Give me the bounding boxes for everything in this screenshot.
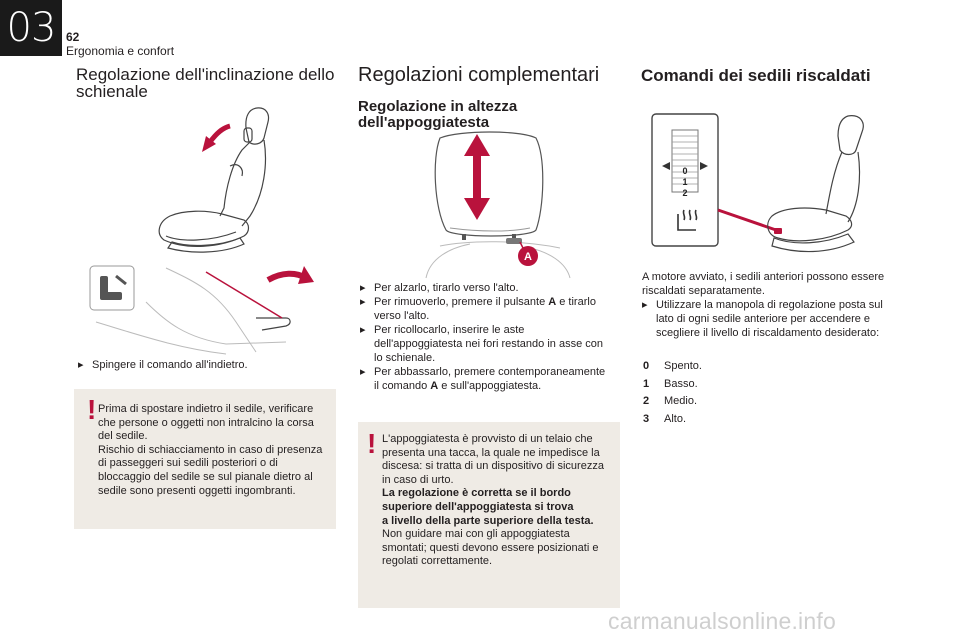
col1-instruction: ▸ Spingere il comando all'indietro. <box>78 358 338 372</box>
instruction-item: ▸ Per abbassarlo, premere contemporaneam… <box>360 365 622 393</box>
col2-warning-text: L'appoggiatesta è provvisto di un telaio… <box>382 433 618 569</box>
col2-instructions: ▸ Per alzarlo, tirarlo verso l'alto. ▸ P… <box>360 281 622 393</box>
dial-number: 1 <box>682 177 687 187</box>
arrow-bullet-icon: ▸ <box>360 282 366 294</box>
page-number: 62 <box>66 30 80 44</box>
heat-level-desc: Medio. <box>664 395 698 407</box>
warning-line: in caso di urto. <box>382 473 454 486</box>
warning-line: di passeggeri sui sedili posteriori o di <box>98 457 278 470</box>
warning-line: che persone o oggetti non intralcino la … <box>98 416 314 429</box>
seat-recline-lever-illustration <box>89 265 314 355</box>
warning-line-bold: superiore dell'appoggiatesta si trova <box>382 500 574 513</box>
dial-number: 2 <box>682 188 687 198</box>
instruction-text: Per ricollocarlo, inserire le aste <box>374 324 525 336</box>
warning-line: bloccaggio del sedile se sul pianale die… <box>98 470 313 483</box>
instruction-text: Per alzarlo, tirarlo verso l'alto. <box>374 282 519 294</box>
instruction-item: ▸ Per ricollocarlo, inserire le aste del… <box>360 323 622 365</box>
headrest-illustration: A <box>425 131 571 279</box>
instruction-text: Spingere il comando all'indietro. <box>92 359 248 371</box>
instruction-text: lo schienale. <box>374 352 436 364</box>
warning-line: Prima di spostare indietro il sedile, ve… <box>98 403 314 415</box>
dial-number: 0 <box>682 166 687 176</box>
warning-line: discesa: si tratta di un dispositivo di … <box>382 460 604 473</box>
warning-line: L'appoggiatesta è provvisto di un telaio… <box>382 433 593 445</box>
warning-line-bold: La regolazione è corretta se il bordo <box>382 487 571 500</box>
col2-subtitle: Regolazione in altezza dell'appoggiatest… <box>358 98 518 131</box>
intro-line: A motore avviato, i sedili anteriori pos… <box>642 271 885 283</box>
arrow-bullet-icon: ▸ <box>78 359 84 371</box>
intro-line: riscaldati separatamente. <box>642 285 765 297</box>
instruction-text: Per abbassarlo, premere contemporaneamen… <box>374 366 606 378</box>
warning-line: regolati correttamente. <box>382 555 493 568</box>
warning-line: Rischio di schiacciamento in caso di pre… <box>98 443 323 456</box>
heat-level-desc: Basso. <box>664 377 698 390</box>
col2-title: Regolazioni complementari <box>358 64 600 86</box>
arrow-bullet-icon: ▸ <box>642 299 648 311</box>
heat-level-number: 0 <box>643 360 650 372</box>
watermark[interactable]: carmanualsonline.info <box>608 608 836 634</box>
warning-line: del sedile. <box>98 430 148 443</box>
col1-title: Regolazione dell'inclinazione dello schi… <box>76 65 335 101</box>
heat-level-desc: Alto. <box>664 412 687 425</box>
seat-recline-illustration <box>158 107 270 253</box>
section-name: Ergonomia e confort <box>66 44 175 58</box>
heat-level-number: 2 <box>643 395 650 407</box>
heat-level-number: 1 <box>643 377 650 390</box>
instruction-text: Utilizzare la manopola di regolazione po… <box>656 299 883 311</box>
col3-title: Comandi dei sedili riscaldati <box>641 66 871 85</box>
warning-line: smontati; questi devono essere posiziona… <box>382 541 599 554</box>
instruction-text: dell'appoggiatesta nei fori restando in … <box>374 338 603 350</box>
seat-heat-icon <box>677 209 698 231</box>
heat-level-number: 3 <box>643 412 650 425</box>
instruction-text: il comando A e sull'appoggiatesta. <box>374 380 542 392</box>
warning-line: Non guidare mai con gli appoggiatesta <box>382 528 570 541</box>
arrow-bullet-icon: ▸ <box>360 366 366 378</box>
warning-line: sedile sono presenti oggetti ingombranti… <box>98 484 296 497</box>
warning-icon: ! <box>367 428 377 459</box>
instruction-item: ▸ Per alzarlo, tirarlo verso l'alto. <box>360 281 622 295</box>
instruction-item: ▸ Per rimuoverlo, premere il pulsante A … <box>360 295 622 323</box>
chapter-tab: 03 <box>0 0 62 56</box>
warning-icon: ! <box>87 394 97 425</box>
instruction-text: Per rimuoverlo, premere il pulsante A e … <box>374 296 596 308</box>
instruction-text: verso l'alto. <box>374 310 430 322</box>
arrow-bullet-icon: ▸ <box>360 296 366 308</box>
warning-line: presenta una tacca, la quale ne impedisc… <box>382 446 600 459</box>
warning-line-bold: a livello della parte superiore della te… <box>382 514 594 527</box>
heated-seat-illustration: 0 1 2 <box>651 113 864 253</box>
col2-warning-box <box>358 422 620 608</box>
callout-a-label: A <box>524 251 532 263</box>
col1-warning-text: Prima di spostare indietro il sedile, ve… <box>98 403 338 498</box>
col3-instruction: ▸ Utilizzare la manopola di regolazione … <box>642 298 912 340</box>
col1-warning-box <box>74 389 336 529</box>
instruction-text: lato di ogni sedile anteriore per accend… <box>656 313 871 325</box>
arrow-bullet-icon: ▸ <box>360 324 366 336</box>
heat-level-desc: Spento. <box>664 360 702 372</box>
col3-intro: A motore avviato, i sedili anteriori pos… <box>642 270 912 298</box>
instruction-text: scegliere il livello di riscaldamento de… <box>656 327 880 339</box>
